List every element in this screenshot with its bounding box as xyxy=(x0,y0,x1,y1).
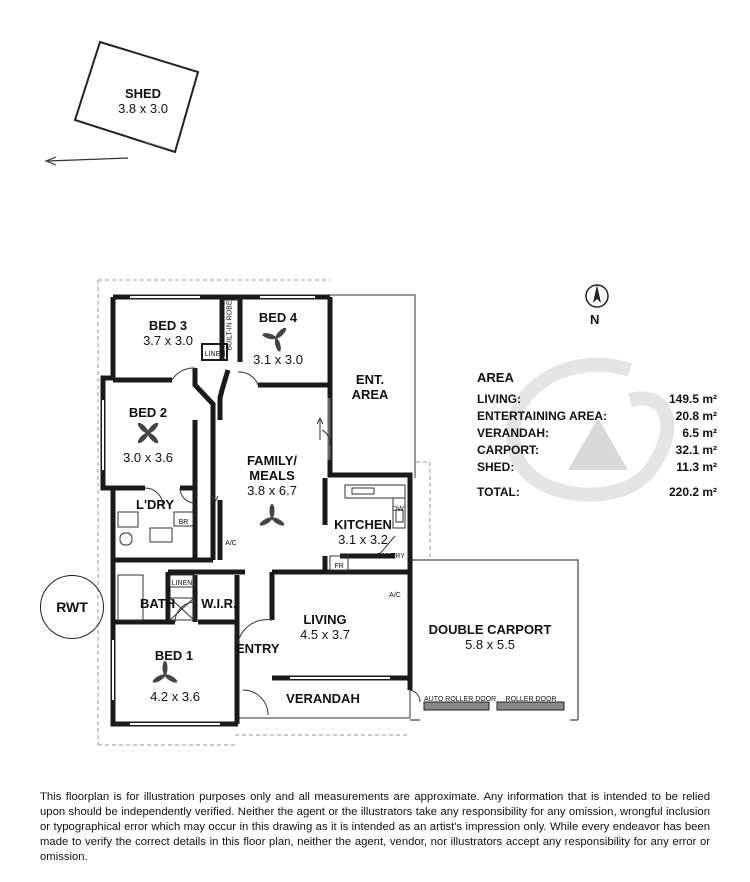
ac-family-label: A/C xyxy=(225,540,237,547)
carport-outline xyxy=(410,559,579,721)
wir-name: W.I.R. xyxy=(201,596,237,611)
bed3-label: BED 3 3.7 x 3.0 xyxy=(128,318,208,348)
disclaimer-text: This floorplan is for illustration purpo… xyxy=(40,791,710,863)
carport-label: DOUBLE CARPORT 5.8 x 5.5 xyxy=(425,622,555,652)
bed3-name: BED 3 xyxy=(148,318,188,333)
carport-size: 5.8 x 5.5 xyxy=(465,637,515,652)
bed3-size: 3.7 x 3.0 xyxy=(143,333,193,348)
area-value: 32.1 m² xyxy=(675,443,717,457)
ceiling-fan-icon xyxy=(137,327,287,683)
compass-label: N xyxy=(590,312,600,327)
rwt-tank: RWT xyxy=(40,575,104,639)
area-total-label: TOTAL: xyxy=(477,485,520,499)
shed-label: SHED 3.8 x 3.0 xyxy=(88,86,198,116)
auto-roller-door-label: AUTO ROLLER DOOR xyxy=(424,696,497,703)
area-summary: AREA LIVING: 149.5 m² ENTERTAINING AREA: 2… xyxy=(477,370,717,501)
area-row: LIVING: 149.5 m² xyxy=(477,391,717,408)
fr-label: FR xyxy=(334,563,344,570)
area-label: CARPORT: xyxy=(477,443,539,457)
carport-name: DOUBLE CARPORT xyxy=(428,622,552,637)
area-label: LIVING: xyxy=(477,392,521,406)
interior-details xyxy=(102,296,421,725)
family-size: 3.8 x 6.7 xyxy=(247,483,297,498)
area-total-row: TOTAL: 220.2 m² xyxy=(477,484,717,501)
living-label: LIVING 4.5 x 3.7 xyxy=(280,612,370,642)
area-value: 20.8 m² xyxy=(675,409,717,423)
boundary xyxy=(97,279,431,746)
bed2-size: 3.0 x 3.6 xyxy=(123,450,173,465)
arrow-left-icon xyxy=(44,156,129,166)
family-name2: MEALS xyxy=(249,468,295,483)
bed4-size: 3.1 x 3.0 xyxy=(253,352,303,367)
roller-doors xyxy=(423,701,565,711)
area-row: SHED: 11.3 m² xyxy=(477,459,717,476)
ac-living-label: A/C xyxy=(389,592,401,599)
shed-name: SHED xyxy=(124,86,162,101)
shed-size: 3.8 x 3.0 xyxy=(118,101,168,116)
ent-area-label: ENT. AREA xyxy=(340,372,400,402)
linen-bath-label: LINEN xyxy=(171,580,193,587)
family-name: FAMILY/ xyxy=(246,453,298,468)
area-label: VERANDAH: xyxy=(477,426,549,440)
shed-outline xyxy=(73,40,200,154)
area-value: 6.5 m² xyxy=(682,426,717,440)
built-in-robe-label: BUILT-IN ROBE xyxy=(226,300,234,351)
br-label: BR xyxy=(178,519,189,526)
verandah-outline xyxy=(238,690,411,719)
bath-name: BATH xyxy=(140,596,176,611)
ent-area-name: ENT. xyxy=(355,372,385,387)
area-title: AREA xyxy=(477,370,514,385)
kitchen-label: KITCHEN 3.1 x 3.2 xyxy=(330,517,396,547)
area-value: 11.3 m² xyxy=(676,460,717,474)
area-label: SHED: xyxy=(477,460,515,474)
ent-area-name2: AREA xyxy=(351,387,389,402)
kitchen-name: KITCHEN xyxy=(334,517,392,532)
bed1-size: 4.2 x 3.6 xyxy=(150,689,200,704)
verandah-name: VERANDAH xyxy=(286,691,360,706)
area-row: ENTERTAINING AREA: 20.8 m² xyxy=(477,408,717,425)
area-label: ENTERTAINING AREA: xyxy=(477,409,607,423)
laundry-name: L'DRY xyxy=(136,497,174,512)
watermark-logo xyxy=(506,357,675,502)
area-total-value: 220.2 m² xyxy=(668,485,717,499)
family-label: FAMILY/ MEALS 3.8 x 6.7 xyxy=(232,453,312,498)
linen-top-label: LINEN xyxy=(204,351,226,358)
area-value: 149.5 m² xyxy=(668,392,717,406)
dw-label: DW xyxy=(392,506,404,513)
area-row: VERANDAH: 6.5 m² xyxy=(477,425,717,442)
rwt-label: RWT xyxy=(56,599,88,615)
compass-icon xyxy=(585,284,609,308)
ent-area-outline xyxy=(330,294,416,478)
kitchen-size: 3.1 x 3.2 xyxy=(338,532,388,547)
living-size: 4.5 x 3.7 xyxy=(300,627,350,642)
bed1-name: BED 1 xyxy=(154,648,194,663)
entry-name: ENTRY xyxy=(236,641,280,656)
roller-door-label: ROLLER DOOR xyxy=(505,696,557,703)
area-row: CARPORT: 32.1 m² xyxy=(477,442,717,459)
living-name: LIVING xyxy=(303,612,347,627)
bed2-name: BED 2 xyxy=(128,405,168,420)
pantry-label: PANTRY xyxy=(377,553,405,560)
bed4-name: BED 4 xyxy=(258,310,298,325)
